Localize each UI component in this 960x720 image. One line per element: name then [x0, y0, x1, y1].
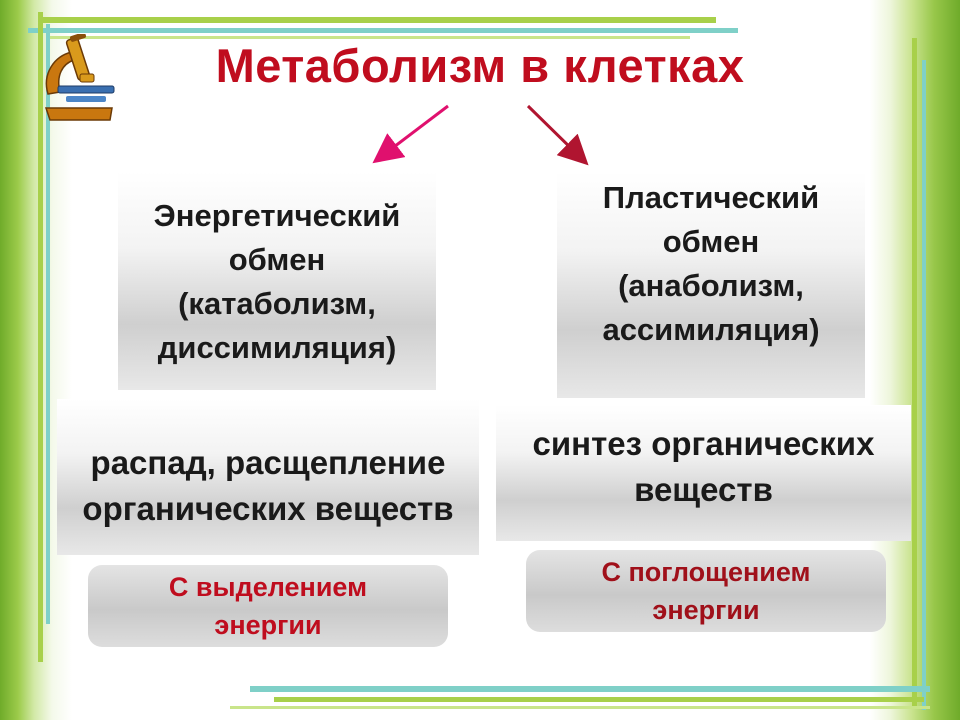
energy-absorption-label: С поглощением энергии [602, 553, 811, 629]
energy-release-label: С выделением энергии [169, 568, 367, 644]
energy-absorption-box: С поглощением энергии [526, 550, 886, 632]
energy-metabolism-label: Энергетический обмен (катаболизм, диссим… [154, 194, 401, 370]
arrow-left [382, 106, 448, 156]
arrow-right [528, 106, 580, 157]
breakdown-label: распад, расщепление органических веществ [82, 440, 453, 532]
plastic-metabolism-box: Пластический обмен (анаболизм, ассимиляц… [557, 172, 865, 398]
plastic-metabolism-label: Пластический обмен (анаболизм, ассимиляц… [602, 176, 819, 352]
energy-metabolism-box: Энергетический обмен (катаболизм, диссим… [118, 172, 436, 390]
synthesis-label: синтез органических веществ [533, 421, 875, 513]
energy-release-box: С выделением энергии [88, 565, 448, 647]
breakdown-box: распад, расщепление органических веществ [57, 399, 479, 555]
synthesis-box: синтез органических веществ [496, 405, 911, 541]
